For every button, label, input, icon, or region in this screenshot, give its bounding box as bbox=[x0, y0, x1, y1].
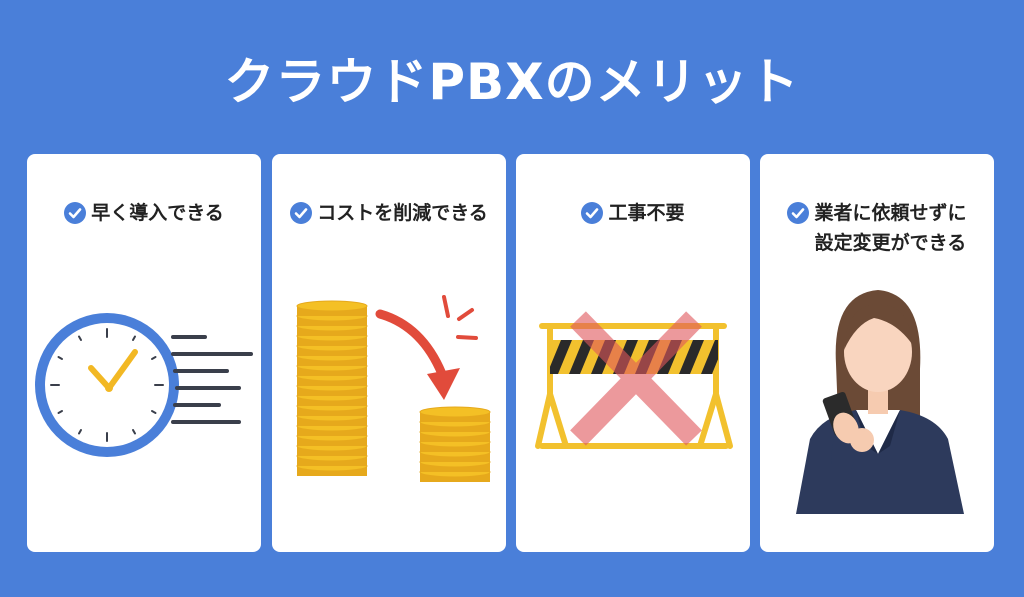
card-label-row: コストを削減できる bbox=[272, 198, 506, 228]
card-label: 工事不要 bbox=[608, 202, 685, 224]
card-label-line: 業者に依頼せずに bbox=[814, 202, 967, 224]
card-self-configuration: 業者に依頼せずに 設定変更ができる bbox=[760, 154, 994, 552]
woman-smartphone-icon bbox=[796, 290, 964, 514]
card-label-row: 工事不要 bbox=[516, 198, 750, 228]
card-no-construction: 工事不要 bbox=[516, 154, 750, 552]
check-circle-icon bbox=[290, 202, 313, 224]
card-label: コストを削減できる bbox=[317, 202, 488, 224]
card-label: 業者に依頼せずに 設定変更ができる bbox=[814, 198, 966, 258]
check-circle-icon bbox=[787, 202, 810, 224]
check-circle-icon bbox=[64, 202, 87, 224]
coins-decrease-icon bbox=[296, 295, 491, 482]
card-fast-setup: 早く導入できる bbox=[27, 154, 261, 552]
no-construction-icon bbox=[535, 311, 733, 449]
check-circle-icon bbox=[581, 202, 604, 224]
fast-clock-icon bbox=[35, 313, 253, 457]
card-cost-reduction: コストを削減できる bbox=[272, 154, 506, 552]
card-label: 早く導入できる bbox=[91, 202, 224, 224]
card-label-row: 早く導入できる bbox=[27, 198, 261, 228]
page-title: クラウドPBXのメリット bbox=[224, 53, 800, 111]
card-label-line: 設定変更ができる bbox=[814, 232, 967, 254]
card-label-row: 業者に依頼せずに 設定変更ができる bbox=[760, 198, 994, 258]
